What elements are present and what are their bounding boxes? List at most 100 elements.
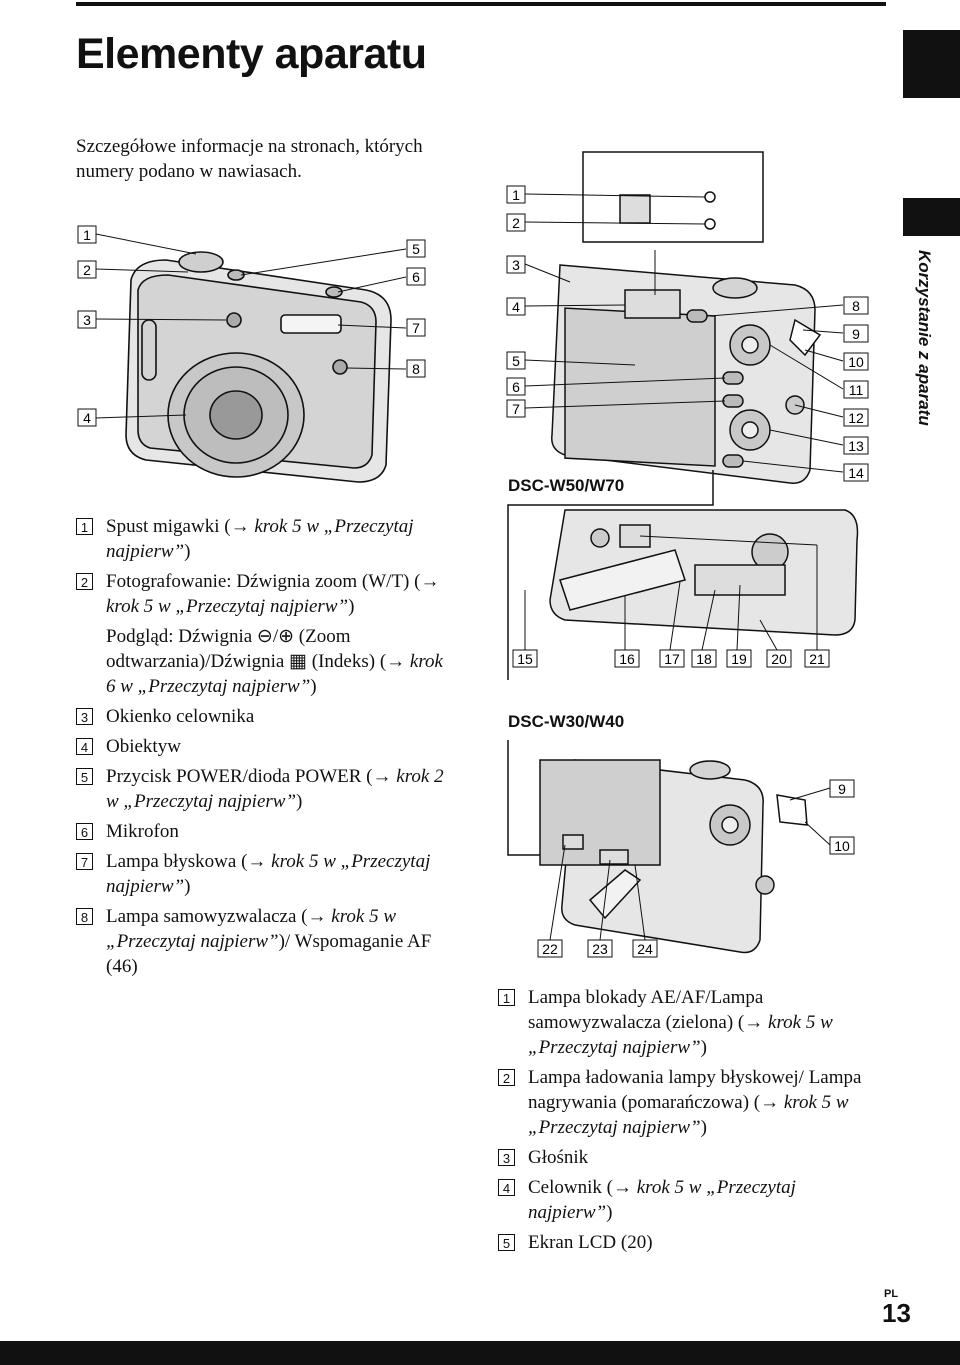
callout-label: 7: [412, 320, 420, 336]
callout-label: 21: [809, 651, 825, 667]
callout-label: 5: [512, 353, 520, 369]
item-tail: ): [184, 541, 191, 562]
callout-label: 14: [848, 465, 864, 481]
item-number: 1: [498, 989, 515, 1006]
item-number: 1: [76, 518, 93, 535]
callout-label: 20: [771, 651, 787, 667]
list-item: 5 Przycisk POWER/dioda POWER (→ krok 2 w …: [76, 764, 446, 814]
item-text: Lampa blokady AE/AF/Lampa samowyzwalacza…: [528, 987, 764, 1033]
callout-label: 3: [512, 257, 520, 273]
item-ref: → krok 6 w „Przeczytaj najpierw”: [106, 651, 443, 697]
caption-w50: DSC-W50/W70: [508, 476, 625, 495]
callout-label: 8: [412, 361, 420, 377]
item-number: 8: [76, 908, 93, 925]
callout-label: 12: [848, 410, 864, 426]
callout-label: 7: [512, 401, 520, 417]
caption-w30: DSC-W30/W40: [508, 712, 625, 731]
camera-bottom-figure: 15 16 17 18 19 20 21: [507, 470, 859, 680]
camera-w30-figure: 9 10 22 23 24: [507, 740, 855, 958]
callout-label: 9: [838, 781, 846, 797]
item-text: Lampa ładowania lampy błyskowej/ Lampa n…: [528, 1067, 862, 1113]
item-tail: ): [700, 1117, 707, 1138]
list-item: 1 Lampa blokady AE/AF/Lampa samowyzwalacz…: [498, 985, 878, 1060]
item-number: 6: [76, 823, 93, 840]
section-tab: [903, 198, 960, 236]
item-tail: ): [184, 876, 191, 897]
item-ref: → krok 5 w „Przeczytaj najpierw”: [106, 851, 431, 897]
item-text: Mikrofon: [106, 821, 179, 842]
list-item: 3 Głośnik: [498, 1145, 878, 1170]
item-text: Okienko celownika: [106, 706, 255, 727]
callout-label: 13: [848, 438, 864, 454]
item-text: Celownik (: [528, 1177, 613, 1198]
callout-label: 4: [83, 410, 91, 426]
item-tail: ): [310, 676, 317, 697]
callout-label: 11: [849, 382, 864, 398]
header-rule: [76, 2, 886, 6]
item-tail: ): [700, 1037, 707, 1058]
item-tail: ): [348, 596, 355, 617]
page-title: Elementy aparatu: [76, 30, 427, 78]
callout-label: 2: [83, 262, 91, 278]
item-text: Przycisk POWER/dioda POWER (: [106, 766, 373, 787]
header-tab: [903, 30, 960, 98]
callout-label: 2: [512, 215, 520, 231]
item-number: 5: [76, 768, 93, 785]
item-tail: ): [296, 791, 303, 812]
item-ref: → krok 5 w „Przeczytaj najpierw”: [528, 1012, 833, 1058]
list-item: 4 Celownik (→ krok 5 w „Przeczytaj najpie…: [498, 1175, 878, 1225]
item-ref: → krok 2 w „Przeczytaj najpierw”: [106, 766, 444, 812]
item-number: 2: [76, 573, 93, 590]
callout-label: 9: [852, 326, 860, 342]
item-ref: → krok 5 w „Przeczytaj najpierw”: [528, 1092, 849, 1138]
item-ref: → krok 5 w „Przeczytaj najpierw”: [106, 906, 396, 952]
item-ref: → krok 5 w „Przeczytaj najpierw”: [106, 516, 414, 562]
callout-label: 18: [696, 651, 712, 667]
callout-label: 6: [512, 379, 520, 395]
list-item: 4 Obiektyw: [76, 734, 446, 759]
list-item: 5 Ekran LCD (20): [498, 1230, 878, 1255]
callout-label: 17: [664, 651, 680, 667]
callout-label: 8: [852, 298, 860, 314]
list-subitem: Podgląd: Dźwignia ⊖/⊕ (Zoom odtwarzania)…: [76, 624, 446, 699]
list-item: 1 Spust migawki (→ krok 5 w „Przeczytaj n…: [76, 514, 446, 564]
item-number: 4: [498, 1179, 515, 1196]
item-number: 3: [498, 1149, 515, 1166]
item-text: Fotografowanie: Dźwignia zoom (W/T) (: [106, 571, 421, 592]
list-item: 2 Fotografowanie: Dźwignia zoom (W/T) (→ …: [76, 569, 446, 619]
callout-label: 19: [731, 651, 747, 667]
camera-front-figure: 1 2 3 4 5 6 7 8: [77, 225, 426, 483]
item-text: Podgląd: Dźwignia ⊖/⊕ (Zoom odtwarzania)…: [106, 626, 387, 672]
item-text: Lampa samowyzwalacza (: [106, 906, 308, 927]
item-ref: → krok 5 w „Przeczytaj najpierw”: [528, 1177, 796, 1223]
callout-label: 16: [619, 651, 635, 667]
item-number: 7: [76, 853, 93, 870]
callout-label: 15: [517, 651, 533, 667]
item-tail: ): [606, 1202, 613, 1223]
camera-back-figure: 1 2 3 4 5 6 7 8 9 10 11 12 13 14: [506, 151, 869, 484]
back-parts-list: 1 Lampa blokady AE/AF/Lampa samowyzwalacz…: [498, 985, 878, 1260]
item-text: Głośnik: [528, 1147, 589, 1168]
callout-label: 22: [542, 941, 558, 957]
footer-bar: [0, 1341, 960, 1365]
intro-text: Szczegółowe informacje na stronach, któr…: [76, 136, 423, 182]
callout-label: 10: [848, 354, 864, 370]
callout-label: 3: [83, 312, 91, 328]
item-text: Spust migawki (: [106, 516, 231, 537]
page-number: 13: [882, 1298, 911, 1328]
item-text: Obiektyw: [106, 736, 181, 757]
list-item: 8 Lampa samowyzwalacza (→ krok 5 w „Przec…: [76, 904, 446, 979]
callout-label: 23: [592, 941, 608, 957]
callout-label: 1: [83, 227, 91, 243]
section-label: Korzystanie z aparatu: [915, 250, 934, 426]
item-ref: → krok 5 w „Przeczytaj najpierw”: [106, 571, 440, 617]
list-item: 6 Mikrofon: [76, 819, 446, 844]
item-number: 4: [76, 738, 93, 755]
item-text: Ekran LCD (20): [528, 1232, 653, 1253]
callout-label: 24: [637, 941, 653, 957]
item-number: 5: [498, 1234, 515, 1251]
